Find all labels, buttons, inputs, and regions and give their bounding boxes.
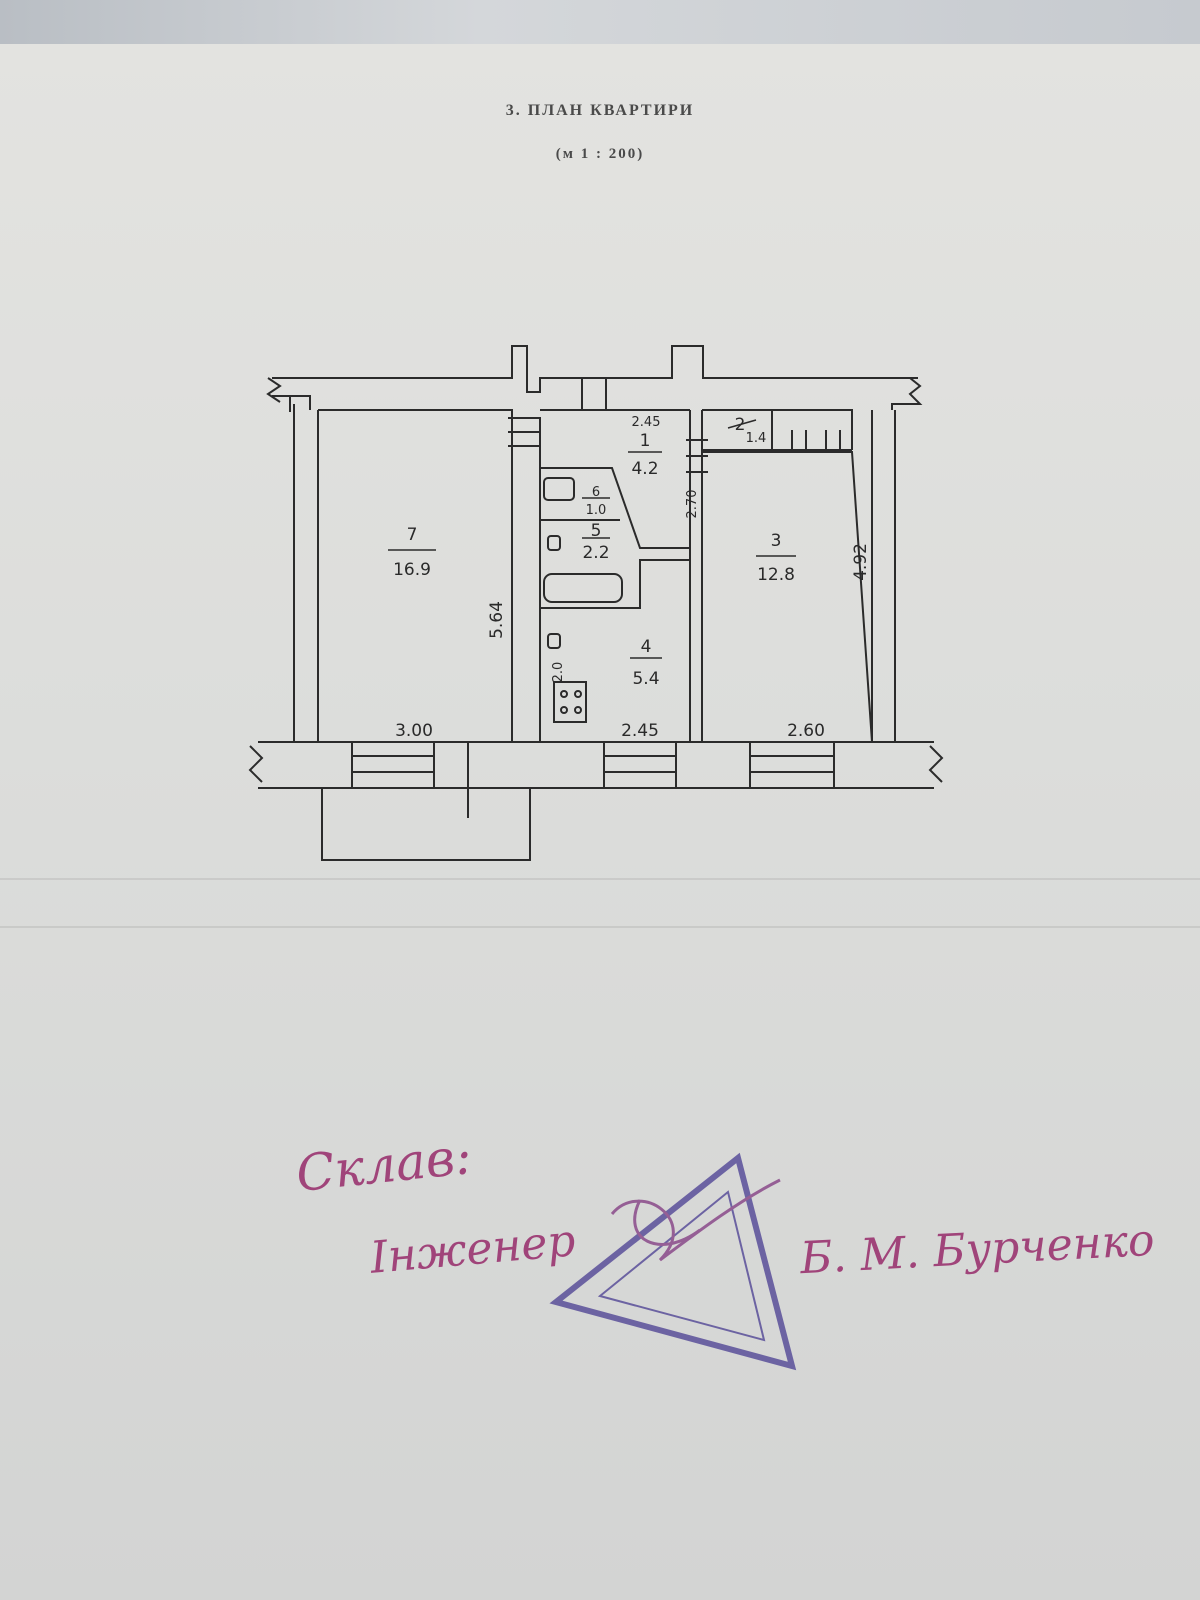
room-3-area: 12.8 bbox=[757, 565, 795, 585]
scale-label: (м 1 : 200) bbox=[555, 146, 645, 162]
room-2-number: 2 bbox=[735, 415, 746, 435]
room-5-area: 2.2 bbox=[582, 543, 609, 563]
dim-hall-height: 2.70 bbox=[685, 490, 700, 519]
paper-sheet bbox=[0, 44, 1200, 1600]
room-1-number: 1 bbox=[640, 431, 651, 451]
room-4-area: 5.4 bbox=[632, 669, 659, 689]
dim-room3-height: 4.92 bbox=[851, 543, 871, 581]
dim-kitchen-width: 2.45 bbox=[621, 721, 659, 741]
room-6-area: 1.0 bbox=[586, 503, 607, 518]
windows bbox=[351, 741, 835, 789]
room-5-number: 5 bbox=[591, 521, 602, 541]
room-2-area: 1.4 bbox=[746, 431, 767, 446]
background-strip bbox=[0, 0, 1200, 52]
dim-hall-width: 2.45 bbox=[632, 415, 661, 430]
room-4-number: 4 bbox=[641, 637, 652, 657]
paper-fold bbox=[0, 878, 1200, 880]
room-fraction-lines bbox=[388, 419, 796, 659]
official-stamp bbox=[549, 1152, 797, 1371]
page-title: 3. ПЛАН КВАРТИРИ bbox=[505, 102, 695, 119]
room-1-area: 4.2 bbox=[631, 459, 658, 479]
room-3-number: 3 bbox=[771, 531, 782, 551]
room-7-number: 7 bbox=[407, 525, 418, 545]
dim-room3-width: 2.60 bbox=[787, 721, 825, 741]
dim-kitchen-niche: 2.0 bbox=[551, 662, 566, 683]
dim-room7-height: 5.64 bbox=[487, 601, 507, 639]
paper-fold bbox=[0, 926, 1200, 928]
inner-walls bbox=[318, 378, 873, 743]
room-7-area: 16.9 bbox=[393, 560, 431, 580]
room-6-number: 6 bbox=[592, 485, 600, 500]
dim-room7-width: 3.00 bbox=[395, 721, 433, 741]
